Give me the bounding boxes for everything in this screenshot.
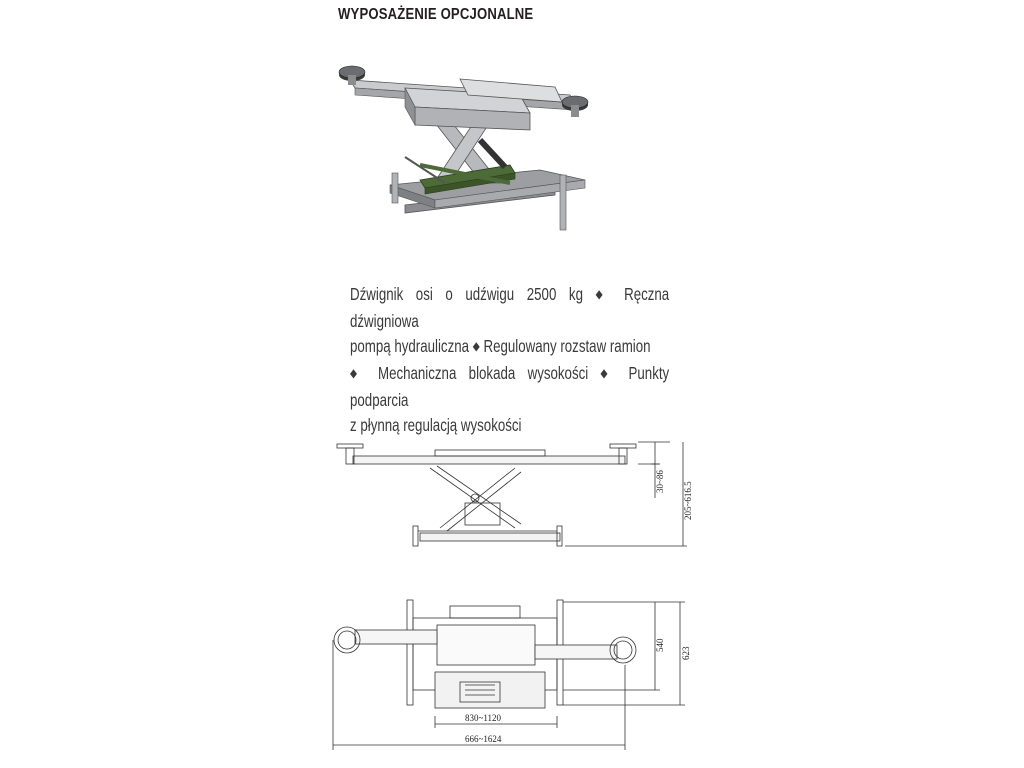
product-description: Dźwignik osi o udźwigu 2500 kg ◆ Ręczna …: [350, 282, 669, 438]
feature-support-a: Punkty podparcia: [350, 363, 670, 410]
description-line-2: pompą hydrauliczna ◆ Regulowany rozstaw …: [350, 334, 669, 361]
feature-pump-b: pompą hydrauliczna: [350, 336, 470, 356]
feature-arms: Regulowany rozstaw ramion: [483, 336, 651, 356]
dim-width-outer-label: 666~1624: [465, 734, 502, 744]
section-title: WYPOSAŻENIE OPCJONALNE: [338, 6, 534, 23]
bullet-icon: ◆: [600, 366, 617, 380]
dim-depth-inner-label: 540: [655, 638, 665, 652]
side-view-drawing: 30~86 205~616.5: [336, 441, 693, 547]
feature-capacity: Dźwignik osi o udźwigu 2500 kg: [350, 284, 583, 304]
dim-width-inner-label: 830~1120: [465, 713, 502, 723]
feature-lock: Mechaniczna blokada wysokości: [377, 363, 589, 383]
feature-support-b: z płynną regulacją wysokości: [350, 415, 522, 435]
axle-jack-illustration: [338, 65, 589, 231]
description-line-4: z płynną regulacją wysokości: [350, 413, 669, 438]
feature-pump-a: Ręczna dźwigniowa: [350, 284, 670, 331]
description-line-3: ◆ Mechaniczna blokada wysokości ◆ Punkty…: [350, 361, 669, 413]
top-view-drawing: 830~1120 666~1624 540 623: [332, 599, 691, 750]
dim-depth-outer-label: 623: [681, 646, 691, 660]
bullet-icon: ◆: [595, 287, 612, 301]
bullet-icon: ◆: [350, 366, 366, 380]
dim-lift-label: 30~86: [655, 470, 665, 493]
description-line-1: Dźwignik osi o udźwigu 2500 kg ◆ Ręczna …: [350, 282, 669, 334]
dim-height-label: 205~616.5: [683, 481, 693, 520]
bullet-icon: ◆: [472, 339, 480, 353]
